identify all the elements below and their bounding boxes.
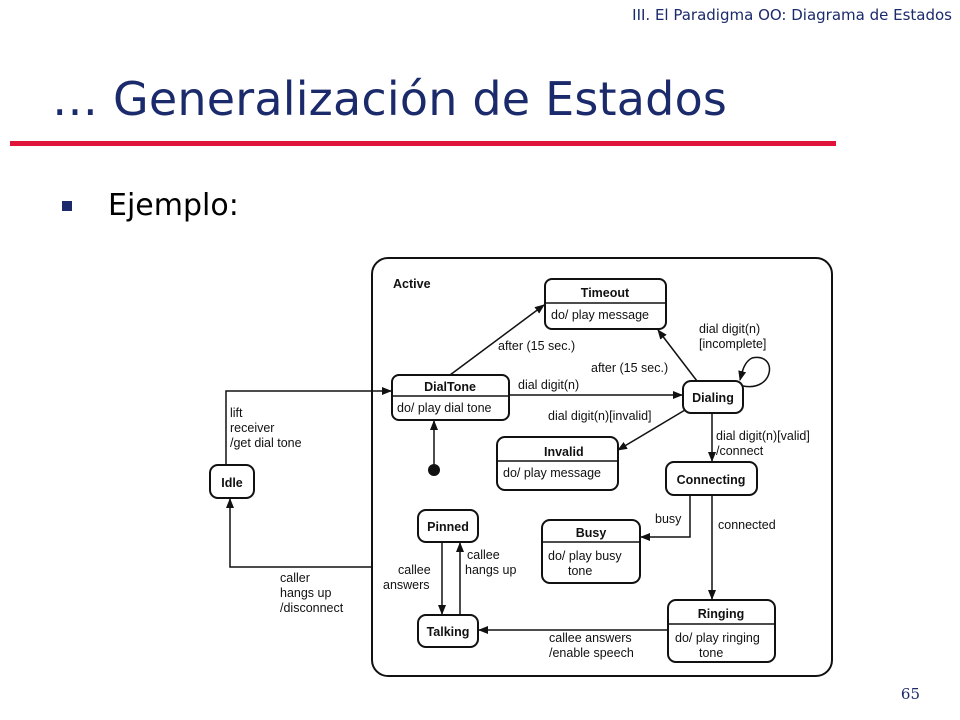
bullet-text: Ejemplo:	[108, 188, 239, 223]
arrow-connecting-to-busy	[640, 495, 691, 541]
connecting-name: Connecting	[677, 473, 746, 487]
label-dial-digit-incomplete-2: [incomplete]	[699, 337, 766, 351]
label-enable-speech: /enable speech	[549, 646, 634, 660]
arrow-idle-to-dialtone	[225, 387, 392, 465]
arrow-dialtone-to-timeout	[449, 304, 545, 376]
arrow-dialing-to-invalid	[617, 409, 686, 451]
timeout-name: Timeout	[581, 286, 630, 300]
label-receiver: receiver	[230, 421, 274, 435]
label-talking-callee: callee	[467, 548, 500, 562]
active-label: Active	[393, 277, 431, 291]
label-dial-digit-valid: dial digit(n)[valid]	[716, 429, 810, 443]
label-disconnect: /disconnect	[280, 601, 344, 615]
busy-name: Busy	[576, 526, 607, 540]
busy-action-line2: tone	[568, 564, 592, 578]
label-pinned-answers: answers	[383, 578, 430, 592]
label-caller-hangs-up: hangs up	[280, 586, 331, 600]
idle-name: Idle	[221, 476, 243, 490]
state-idle: Idle	[209, 464, 255, 499]
ringing-action-line1: do/ play ringing	[675, 631, 760, 645]
state-dialtone: DialTone do/ play dial tone	[391, 374, 510, 421]
invalid-name: Invalid	[544, 445, 584, 459]
state-timeout: Timeout do/ play message	[544, 278, 667, 330]
bullet-item: Ejemplo:	[62, 188, 239, 223]
talking-name: Talking	[427, 625, 470, 639]
label-get-dial-tone: /get dial tone	[230, 436, 302, 450]
title-underline	[10, 141, 836, 146]
label-dial-digit-incomplete-1: dial digit(n)	[699, 322, 760, 336]
label-connect: /connect	[716, 444, 764, 458]
label-dialtone-dialing: dial digit(n)	[518, 378, 579, 392]
ringing-action-line2: tone	[699, 646, 723, 660]
label-caller: caller	[280, 571, 310, 585]
invalid-action: do/ play message	[503, 466, 601, 480]
label-dialing-timeout: after (15 sec.)	[591, 361, 668, 375]
pinned-name: Pinned	[427, 520, 469, 534]
label-callee-answers: callee answers	[549, 631, 632, 645]
state-pinned: Pinned	[417, 509, 479, 543]
state-talking: Talking	[417, 614, 479, 648]
state-connecting: Connecting	[665, 461, 758, 496]
state-invalid: Invalid do/ play message	[496, 436, 619, 491]
dialtone-name: DialTone	[424, 380, 476, 394]
arrow-dialing-self-loop	[738, 356, 771, 388]
state-busy: Busy do/ play busy tone	[541, 519, 641, 584]
label-pinned-callee: callee	[398, 563, 431, 577]
label-busy: busy	[655, 512, 682, 526]
label-connected: connected	[718, 518, 776, 532]
label-talking-hangs-up: hangs up	[465, 563, 516, 577]
ringing-name: Ringing	[698, 607, 745, 621]
slide-title: … Generalización de Estados	[52, 72, 728, 126]
square-bullet-icon	[62, 200, 72, 211]
state-dialing: Dialing	[682, 380, 744, 414]
timeout-action: do/ play message	[551, 308, 649, 322]
arrow-dialing-to-timeout	[657, 329, 698, 382]
page-number: 65	[900, 685, 920, 703]
label-dialtone-timeout: after (15 sec.)	[498, 339, 575, 353]
dialtone-action: do/ play dial tone	[397, 401, 492, 415]
busy-action-line1: do/ play busy	[548, 549, 622, 563]
header-title: III. El Paradigma OO: Diagrama de Estado…	[632, 6, 952, 24]
state-ringing: Ringing do/ play ringing tone	[667, 599, 776, 663]
arrow-active-to-idle	[226, 498, 371, 568]
initial-state-dot	[428, 464, 440, 476]
label-dialing-invalid: dial digit(n)[invalid]	[548, 409, 652, 423]
dialing-name: Dialing	[692, 391, 734, 405]
active-superstate	[371, 257, 833, 677]
label-lift: lift	[230, 406, 243, 420]
